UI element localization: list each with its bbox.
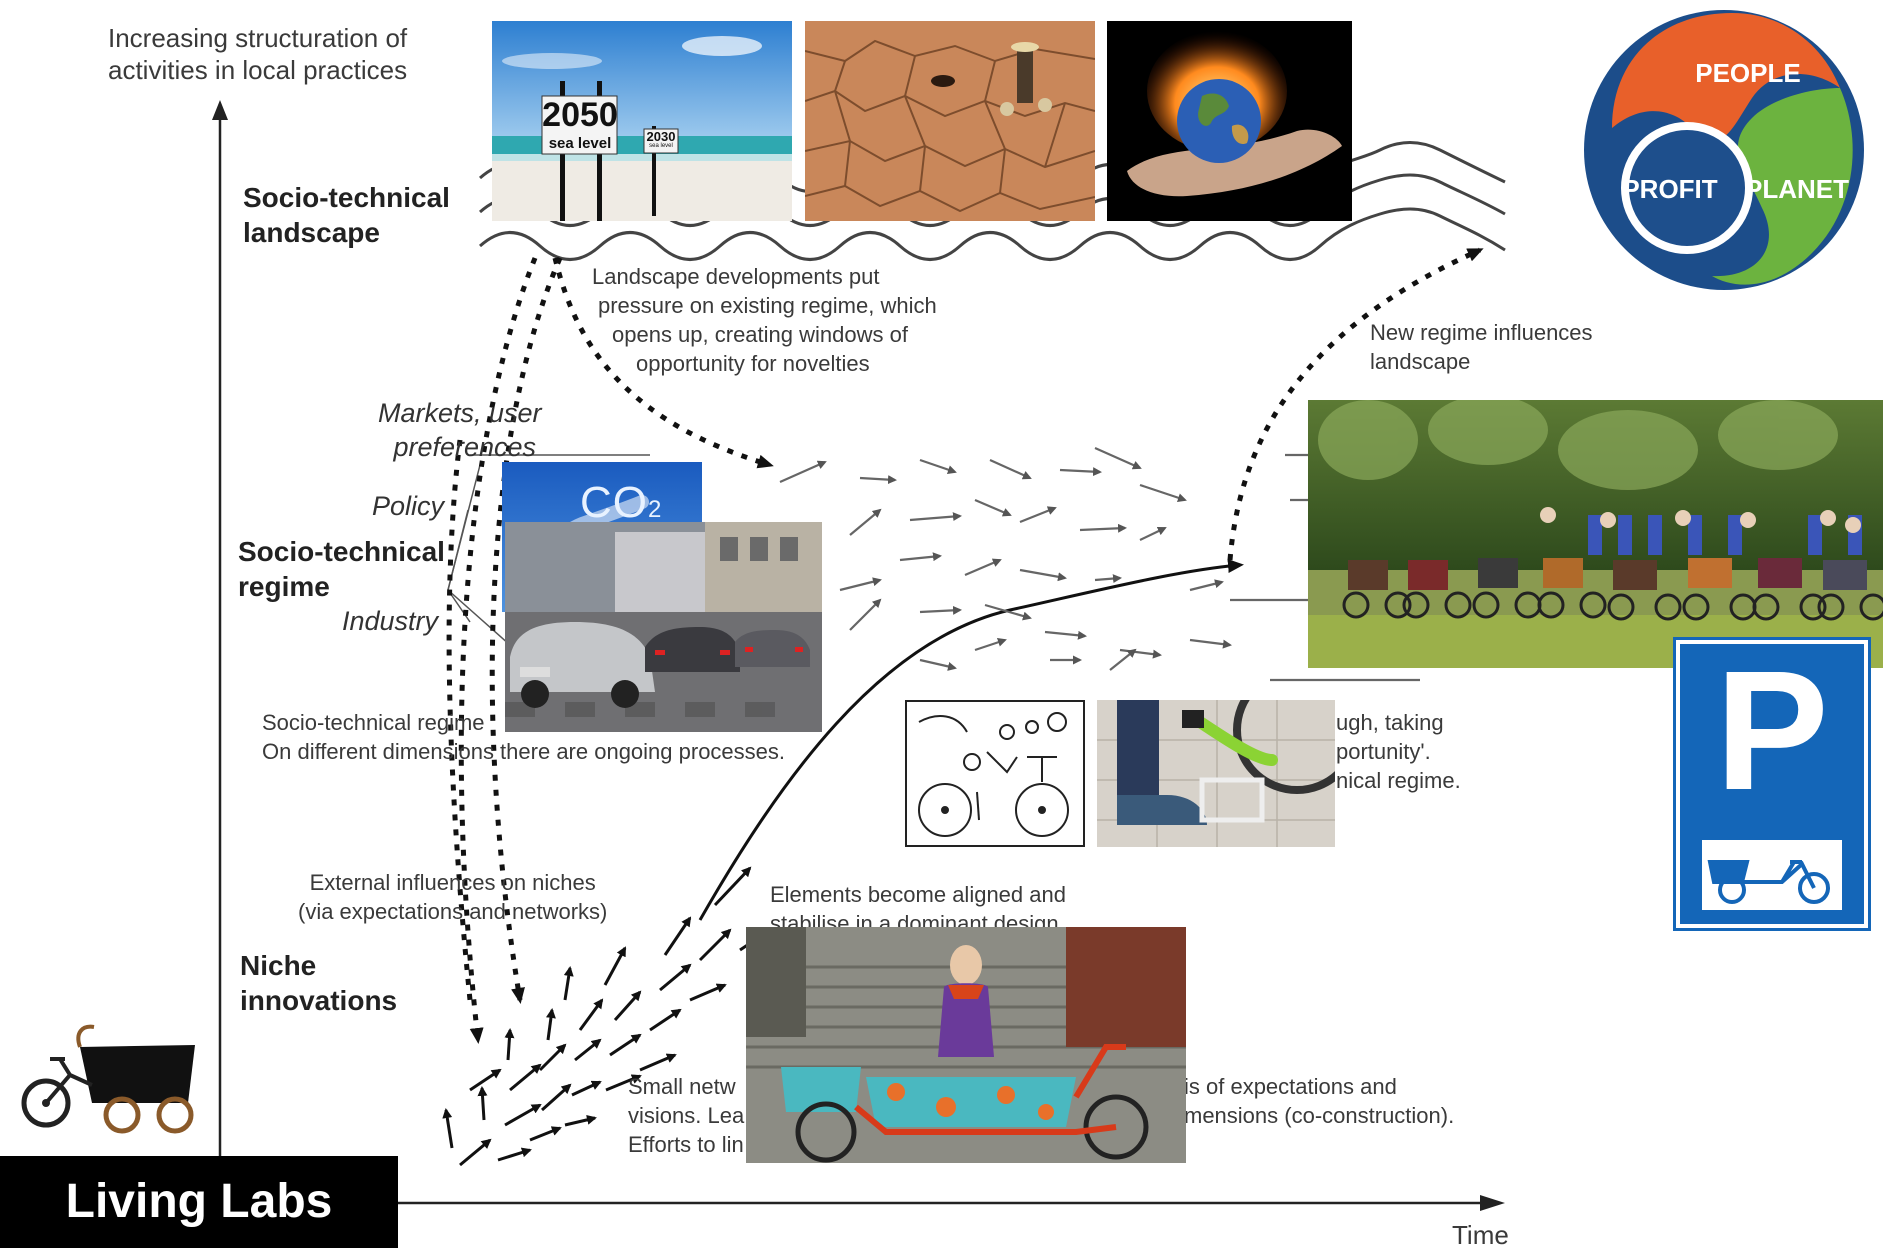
annot-line: mensions (co-construction). <box>1184 1103 1455 1128</box>
landscape-pressure-arrows <box>446 247 1484 1044</box>
annot-line: opens up, creating windows of <box>612 322 908 347</box>
breakthrough-annotation-fragment: ugh, taking portunity'. nical regime. <box>1336 708 1461 795</box>
annot-line: Small netw <box>628 1074 736 1099</box>
annot-line: Elements become aligned and <box>770 882 1066 907</box>
niche-level-label: Niche innovations <box>240 948 397 1018</box>
x-axis <box>395 1195 1505 1211</box>
regime-bracket <box>447 454 650 646</box>
external-influences-annotation: External influences on niches (via expec… <box>298 868 607 926</box>
cargo-tricycle-photo <box>10 1015 200 1135</box>
markets-label-line1: Markets, user <box>378 398 542 428</box>
bike-lock-photo <box>1097 700 1335 847</box>
co2-main: CO <box>580 478 648 527</box>
niche-to-regime-curve <box>698 559 1244 921</box>
annot-line: Efforts to lin <box>628 1132 744 1157</box>
ppp-planet-label: PLANET <box>1745 174 1849 204</box>
living-labs-label: Living Labs <box>65 1175 333 1228</box>
regime-processes-annotation: Socio-technical regime On different dime… <box>262 708 785 766</box>
traffic-art <box>505 522 822 732</box>
small-networks-annotation-left: Small netw visions. Lea Efforts to lin <box>628 1072 744 1159</box>
regime-level-label: Socio-technical regime <box>238 534 445 604</box>
annot-line: (via expectations and networks) <box>298 899 608 924</box>
regime-label-line1: Socio-technical <box>238 536 445 567</box>
annot-line: Socio-technical regime <box>262 710 485 735</box>
burning-earth-photo <box>1107 21 1352 221</box>
landscape-pressure-annotation: Landscape developments put pressure on e… <box>592 262 937 378</box>
y-axis <box>212 100 228 1160</box>
people-profit-planet-logo: PEOPLE PROFIT PLANET <box>1582 8 1866 292</box>
drought-art <box>805 21 1095 221</box>
woman-cargo-bike-photo <box>746 927 1186 1163</box>
sea-level-beach-art <box>492 21 792 221</box>
annot-line: stabilise in a dominant design <box>770 911 1059 928</box>
annot-line: External influences on niches <box>309 870 596 895</box>
policy-label: Policy <box>372 491 445 521</box>
x-axis-label: Time <box>1452 1220 1509 1250</box>
annot-line: Landscape developments put <box>592 264 880 289</box>
cargo-bike-parking-sign: P <box>1676 640 1868 928</box>
landscape-label-line1: Socio-technical <box>243 182 450 213</box>
sign-2030: 2030 <box>646 129 676 144</box>
regime-arrows <box>779 446 1420 682</box>
elements-aligned-annotation: Elements become aligned and stabilise in… <box>770 880 1066 928</box>
bike-lock-art <box>1097 700 1335 847</box>
bike-components-art <box>918 712 1069 837</box>
annot-line: ugh, taking <box>1336 710 1444 735</box>
traffic-jam-photo <box>505 522 822 732</box>
cargo-bike-icon <box>1707 860 1830 904</box>
annot-line: portunity'. <box>1336 739 1431 764</box>
y-axis-label: Increasing structuration of activities i… <box>108 22 407 86</box>
landscape-label-line2: landscape <box>243 217 380 248</box>
cargo-bike-group-photo <box>1308 400 1883 668</box>
new-regime-annotation: New regime influences landscape <box>1370 318 1593 376</box>
co2-subscript: 2 <box>648 496 663 523</box>
annot-line: New regime influences <box>1370 320 1593 345</box>
ppp-people-label: PEOPLE <box>1695 58 1801 88</box>
co2-text: CO2 <box>580 478 662 528</box>
cargo-bike-subsign <box>1702 840 1842 910</box>
ppp-logo-art <box>1584 10 1864 290</box>
annot-line: landscape <box>1370 349 1471 374</box>
markets-label: Markets, user preferences <box>378 396 542 464</box>
drought-photo <box>805 21 1095 221</box>
parking-letter: P <box>1715 640 1829 826</box>
bike-components-photo <box>905 700 1085 847</box>
niche-label-line2: innovations <box>240 985 398 1016</box>
living-labs-badge: Living Labs <box>0 1156 398 1248</box>
sea-level-beach-photo: 2050 sea level 2030 sea level <box>492 21 792 221</box>
annot-line: pressure on existing regime, which <box>598 293 937 318</box>
markets-label-line2: preferences <box>393 432 537 462</box>
woman-cargo-bike-art <box>746 927 1186 1163</box>
niche-label-line1: Niche <box>240 950 317 981</box>
annot-line: opportunity for novelties <box>636 351 870 376</box>
cargo-tricycle-art <box>21 1024 195 1134</box>
cargo-bike-group-art <box>1308 400 1883 668</box>
industry-label: Industry <box>342 606 439 636</box>
sign-2050: 2050 <box>542 96 618 134</box>
small-networks-annotation-right: is of expectations and mensions (co-cons… <box>1184 1072 1454 1130</box>
landscape-level-label: Socio-technical landscape <box>243 180 450 250</box>
sign-2050-sub: sea level <box>548 135 612 152</box>
annot-line: On different dimensions there are ongoin… <box>262 739 786 764</box>
annot-line: visions. Lea <box>628 1103 745 1128</box>
annot-line: is of expectations and <box>1184 1074 1397 1099</box>
burning-earth-art <box>1127 31 1342 197</box>
ppp-profit-label: PROFIT <box>1622 174 1718 204</box>
regime-label-line2: regime <box>238 571 330 602</box>
y-axis-label-line1: Increasing structuration of <box>108 23 408 53</box>
annot-line: nical regime. <box>1336 768 1461 793</box>
sign-2030-sub: sea level <box>649 143 673 149</box>
y-axis-label-line2: activities in local practices <box>108 55 408 85</box>
